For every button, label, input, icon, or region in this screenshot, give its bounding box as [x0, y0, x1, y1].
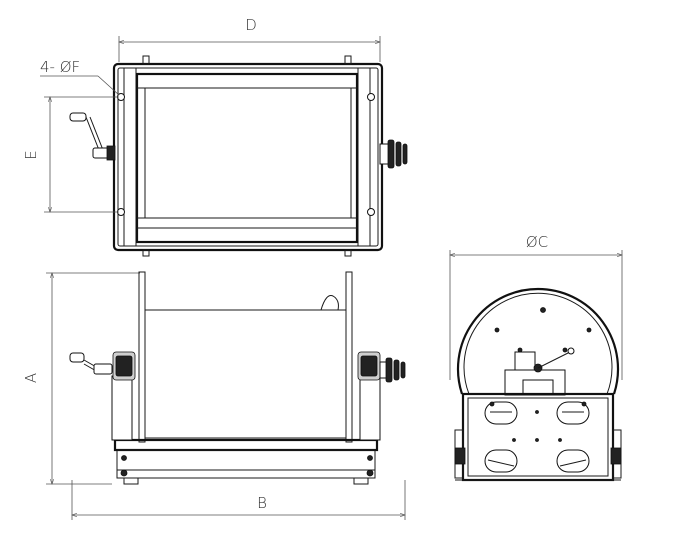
left-bearing-housing [111, 351, 136, 441]
swivel-connector-icon [379, 139, 408, 169]
front-right-plate [345, 271, 353, 443]
dimension-f-label: 4- ØF [40, 58, 80, 76]
front-drum [144, 309, 347, 439]
crank-handle-icon [69, 112, 116, 161]
dimension-e: E [22, 97, 119, 212]
dimension-d: D [119, 16, 380, 62]
side-valve-icon [504, 347, 575, 396]
dimension-d-label: D [245, 16, 257, 34]
front-crank-handle-icon [69, 352, 113, 375]
side-frame [461, 392, 615, 482]
dimension-b: B [72, 480, 405, 520]
side-view: ØC [450, 233, 622, 482]
dimension-f: 4- ØF [40, 58, 120, 96]
dimension-a-label: A [22, 373, 40, 383]
side-mounting-slots [484, 401, 590, 473]
dimension-c: ØC [450, 233, 622, 380]
top-frame-outer [112, 62, 384, 252]
dimension-e-label: E [22, 150, 40, 159]
top-view: D [22, 16, 408, 257]
dimension-a: A [22, 273, 140, 484]
dimension-c-label: ØC [526, 233, 548, 251]
right-bearing-housing [357, 351, 381, 441]
side-drum-outer [456, 288, 620, 395]
front-base-top [113, 438, 379, 452]
front-swivel-connector-icon [379, 357, 406, 383]
dimension-b-label: B [257, 494, 267, 512]
top-drum [135, 72, 359, 244]
front-left-plate [138, 271, 146, 443]
front-view: A B [22, 271, 406, 520]
top-bolt-holes [117, 93, 375, 216]
